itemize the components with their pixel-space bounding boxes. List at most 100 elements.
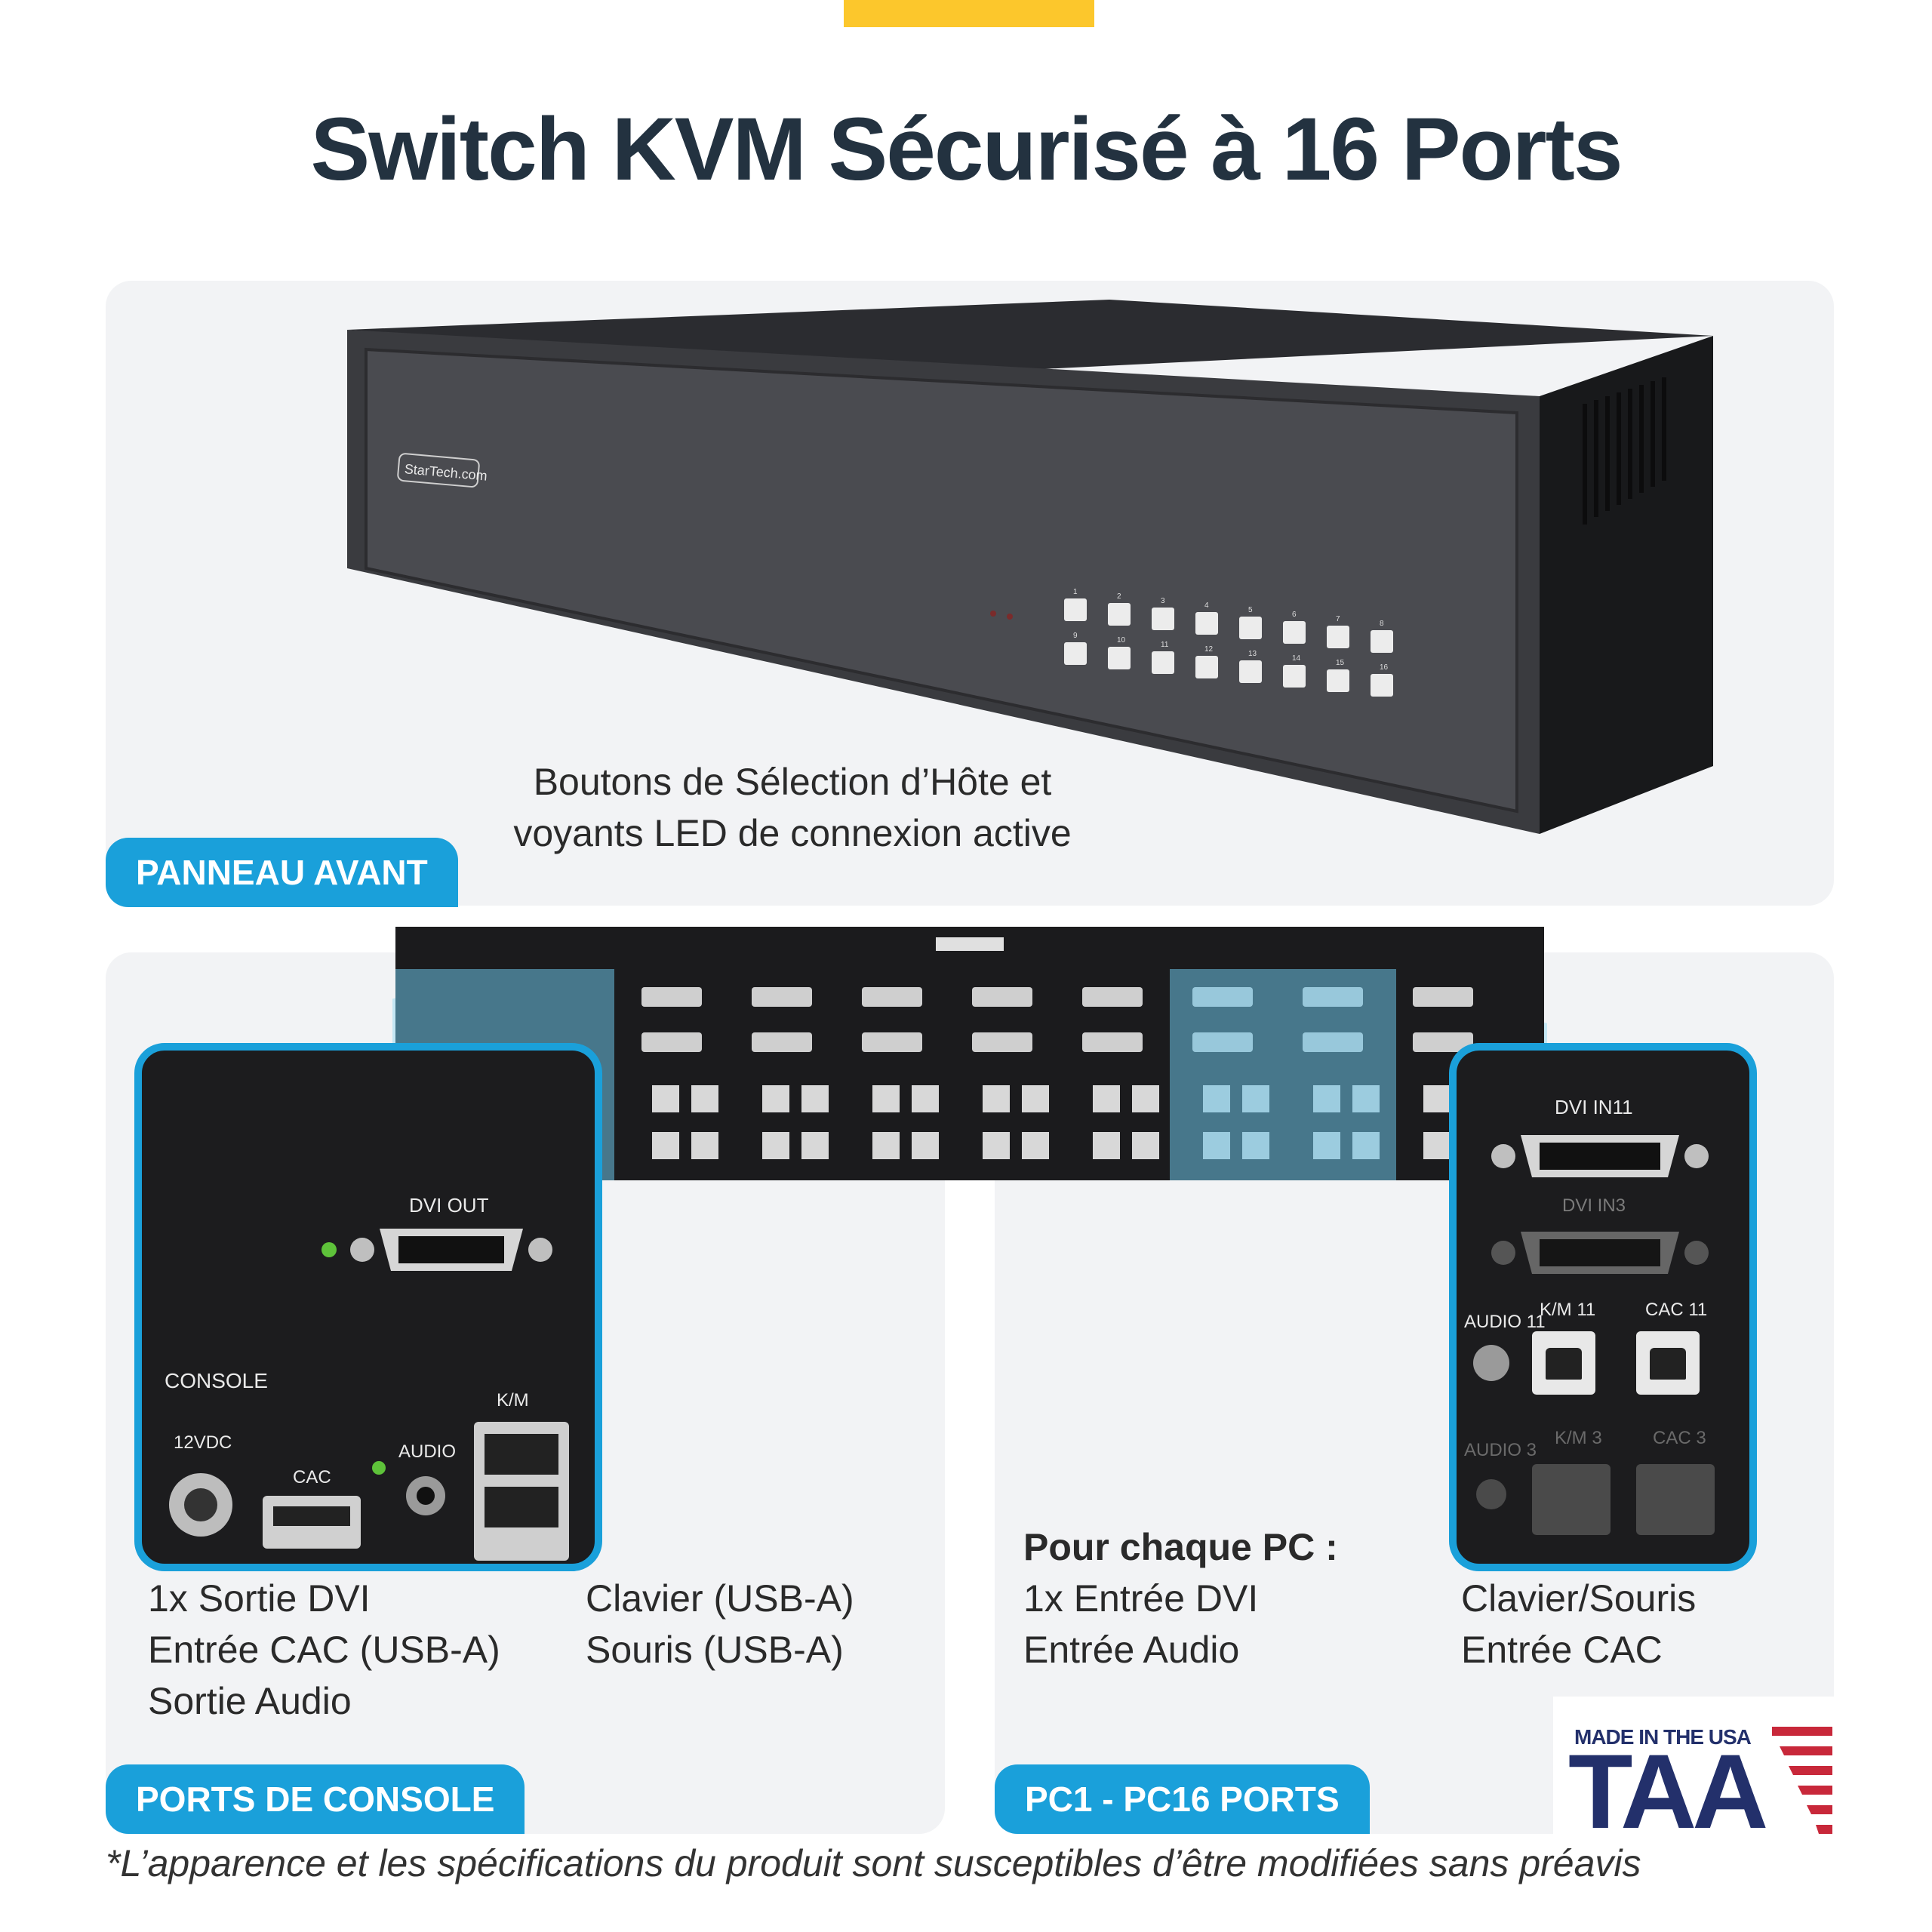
- host-button-number: 9: [1073, 632, 1078, 640]
- front-caption: Boutons de Sélection d’Hôte et voyants L…: [498, 756, 1087, 859]
- rear-usb-b-port-icon: [1022, 1132, 1049, 1159]
- audio-jack-icon: [406, 1476, 445, 1515]
- host-button-number: 7: [1336, 615, 1340, 623]
- rear-dvi-port-icon: [752, 1032, 812, 1052]
- host-select-button[interactable]: [1195, 656, 1218, 678]
- usb-b-km-icon: [1532, 1464, 1611, 1535]
- host-select-button[interactable]: [1195, 612, 1218, 635]
- rear-usb-b-port-icon: [691, 1132, 718, 1159]
- pc-caption-heading: Pour chaque PC :: [1023, 1526, 1338, 1568]
- audio-jack-icon: [1473, 1345, 1509, 1381]
- pc-caption-line: Clavier/Souris: [1461, 1577, 1697, 1620]
- console-caption-line: 1x Sortie DVI: [148, 1577, 371, 1620]
- usb-b-cac-icon: [1636, 1464, 1715, 1535]
- rear-usb-b-port-icon: [691, 1085, 718, 1112]
- cac-label: CAC: [293, 1467, 331, 1487]
- host-button-number: 1: [1073, 588, 1078, 596]
- host-select-button[interactable]: [1239, 617, 1262, 639]
- host-select-button[interactable]: [1108, 603, 1131, 626]
- host-select-button[interactable]: [1064, 642, 1087, 665]
- km-label: K/M 3: [1555, 1428, 1602, 1448]
- front-caption-line: Boutons de Sélection d’Hôte et: [533, 761, 1052, 803]
- rear-usb-b-port-icon: [1022, 1085, 1049, 1112]
- pc-ports-tag: PC1 - PC16 PORTS: [995, 1764, 1370, 1834]
- rear-usb-b-port-icon: [1093, 1085, 1120, 1112]
- host-select-button[interactable]: [1064, 598, 1087, 621]
- host-select-button[interactable]: [1327, 669, 1349, 692]
- host-button-number: 2: [1117, 592, 1121, 601]
- rear-usb-b-port-icon: [872, 1085, 900, 1112]
- console-label: CONSOLE: [165, 1369, 268, 1392]
- host-select-button[interactable]: [1152, 651, 1174, 674]
- led-icon: [372, 1461, 386, 1475]
- host-button-number: 12: [1204, 645, 1214, 654]
- pc-caption-line: 1x Entrée DVI: [1023, 1577, 1259, 1620]
- rear-usb-b-port-icon: [1093, 1132, 1120, 1159]
- dvi-port-icon: [1491, 1135, 1709, 1177]
- host-select-button[interactable]: [1283, 665, 1306, 688]
- host-button-number: 16: [1380, 663, 1389, 672]
- host-select-button[interactable]: [1152, 608, 1174, 630]
- rear-usb-b-port-icon: [652, 1085, 679, 1112]
- pc-caption-col2: Clavier/Souris Entrée CAC: [1461, 1573, 1696, 1675]
- rear-dvi-port-icon: [641, 987, 702, 1007]
- rear-dvi-port-icon: [1082, 987, 1143, 1007]
- rear-dvi-port-icon: [862, 1032, 922, 1052]
- rear-usb-b-port-icon: [912, 1085, 939, 1112]
- rear-usb-b-port-icon: [762, 1132, 789, 1159]
- pc-ports-zoom: DVI IN11 DVI IN3 AUDIO 11 K/M 11 CAC 11 …: [1449, 1043, 1757, 1571]
- host-select-button[interactable]: [1283, 621, 1306, 644]
- power-label: 12VDC: [174, 1432, 232, 1453]
- rear-usb-b-port-icon: [912, 1132, 939, 1159]
- badge-main-text: TAA: [1568, 1732, 1768, 1850]
- rear-usb-b-port-icon: [652, 1132, 679, 1159]
- rear-dvi-port-icon: [972, 1032, 1032, 1052]
- host-button-number: 3: [1161, 597, 1165, 605]
- audio-label: AUDIO 11: [1464, 1312, 1546, 1332]
- host-button-number: 5: [1248, 606, 1253, 614]
- host-select-button[interactable]: [1371, 674, 1393, 697]
- host-select-button[interactable]: [1239, 660, 1262, 683]
- km-label: K/M 11: [1540, 1300, 1596, 1320]
- rear-usb-b-port-icon: [762, 1085, 789, 1112]
- rear-dvi-port-icon: [1413, 1032, 1473, 1052]
- console-caption-line: Sortie Audio: [148, 1680, 352, 1722]
- rear-usb-b-port-icon: [1423, 1132, 1451, 1159]
- audio-label: AUDIO: [398, 1441, 457, 1462]
- rear-usb-b-port-icon: [983, 1085, 1010, 1112]
- brand-logo: [397, 453, 480, 488]
- console-caption-line: Clavier (USB-A): [586, 1577, 854, 1620]
- usb-a-cac-icon: [263, 1496, 361, 1549]
- host-button-number: 11: [1161, 641, 1169, 649]
- made-in-usa-taa-badge: MADE IN THE USA TAA: [1553, 1697, 1834, 1844]
- dvi-port-icon: [350, 1229, 552, 1271]
- badge-top-text: MADE IN THE USA: [1574, 1725, 1752, 1749]
- rear-dvi-port-icon: [752, 987, 812, 1007]
- rear-dvi-port-icon: [862, 987, 922, 1007]
- dvi-port-icon: [1491, 1232, 1709, 1274]
- rear-usb-b-port-icon: [1132, 1085, 1159, 1112]
- audio-label: AUDIO 3: [1464, 1440, 1537, 1460]
- host-button-number: 8: [1380, 620, 1384, 628]
- host-select-button[interactable]: [1108, 647, 1131, 669]
- rear-usb-b-port-icon: [872, 1132, 900, 1159]
- page-title: Switch KVM Sécurisé à 16 Ports: [310, 100, 1623, 199]
- host-button-number: 14: [1292, 654, 1301, 663]
- dvi-in-label: DVI IN3: [1562, 1195, 1626, 1216]
- front-panel-tag: PANNEAU AVANT: [106, 838, 458, 907]
- host-select-button[interactable]: [1327, 626, 1349, 648]
- usb-a-km-icon: [474, 1422, 569, 1561]
- pc-caption-line: Entrée Audio: [1023, 1629, 1240, 1671]
- host-button-number: 13: [1248, 650, 1257, 658]
- us-flag-stripes-icon: [1772, 1727, 1832, 1834]
- console-caption-col2: Clavier (USB-A) Souris (USB-A): [586, 1573, 854, 1675]
- console-ports-tag: PORTS DE CONSOLE: [106, 1764, 525, 1834]
- front-caption-line: voyants LED de connexion active: [513, 812, 1072, 854]
- host-button-number: 4: [1204, 601, 1209, 610]
- dvi-out-label: DVI OUT: [409, 1194, 489, 1217]
- console-caption-line: Entrée CAC (USB-A): [148, 1629, 500, 1671]
- console-ports-zoom: DVI OUT CONSOLE 12VDC CAC AUDIO K/M: [134, 1043, 602, 1571]
- rear-usb-b-port-icon: [1132, 1132, 1159, 1159]
- host-select-button[interactable]: [1371, 630, 1393, 653]
